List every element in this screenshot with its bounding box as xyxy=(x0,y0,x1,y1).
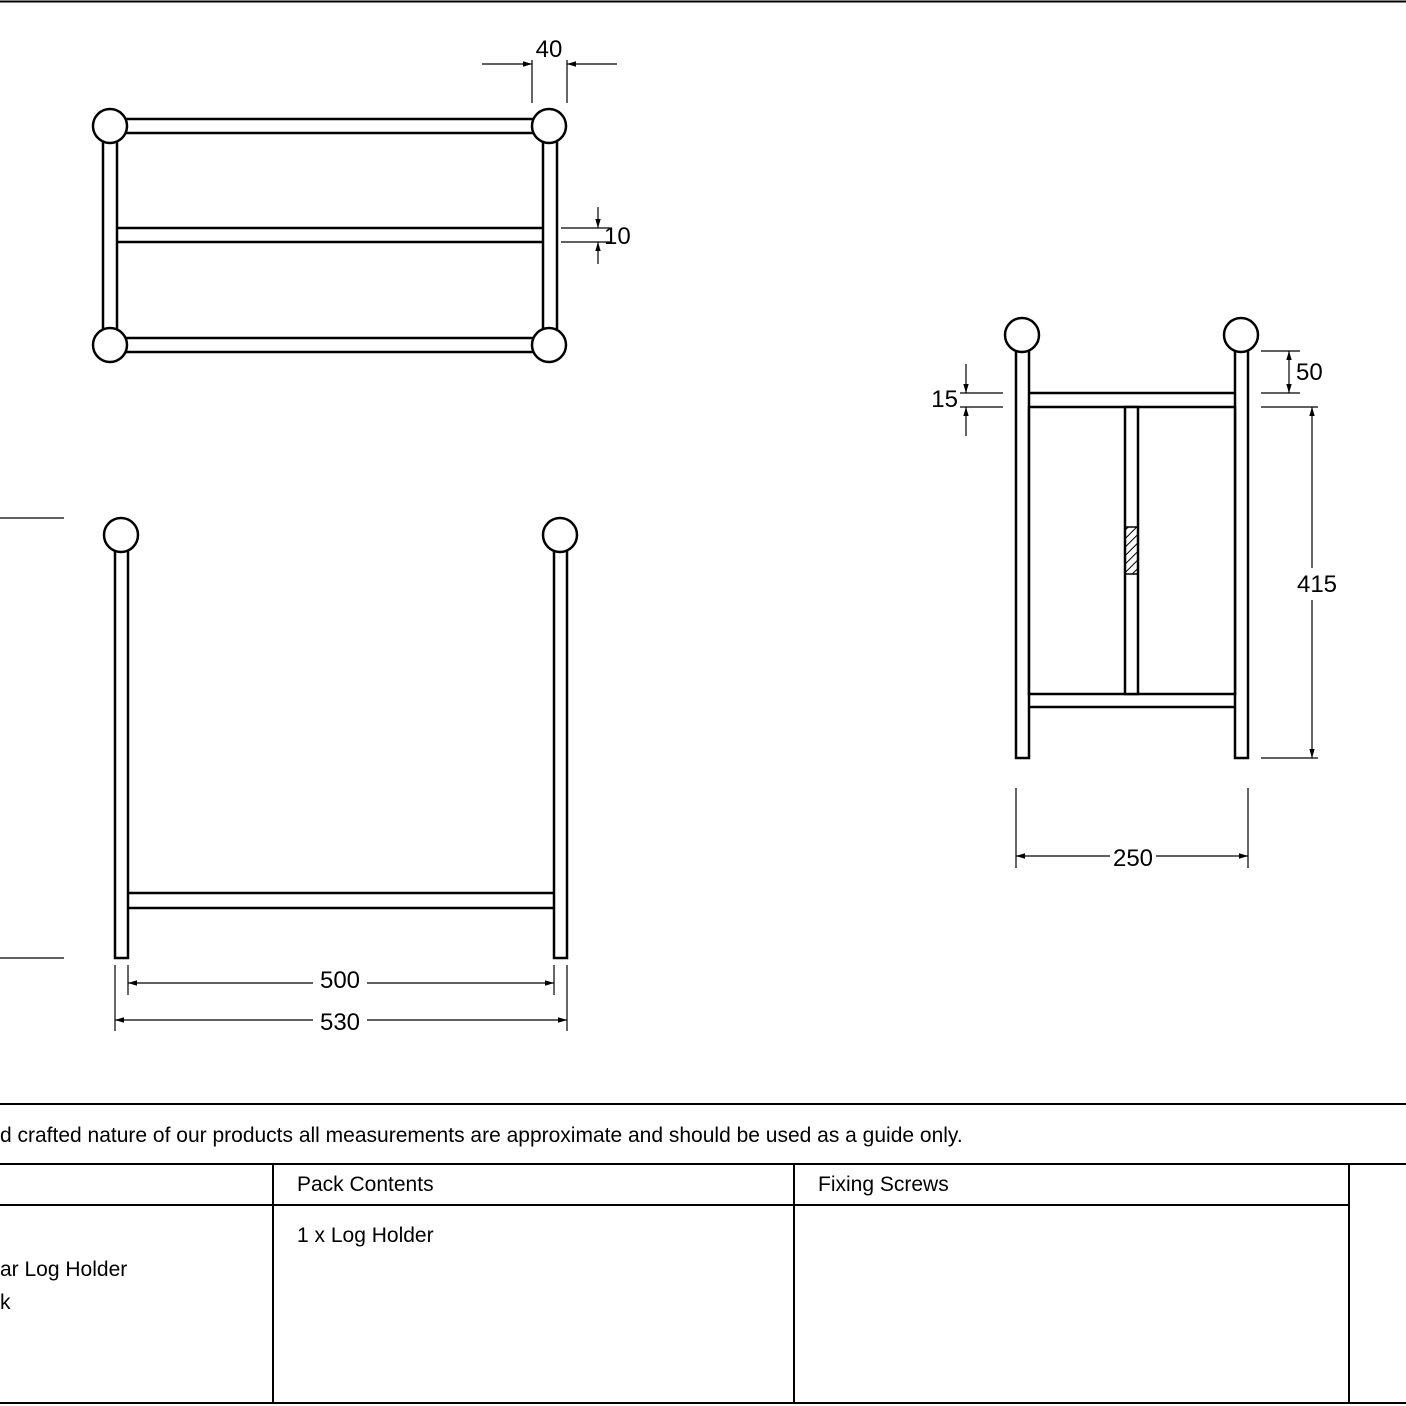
side-post-right xyxy=(1233,333,1250,760)
dim-label-500: 500 xyxy=(320,967,360,994)
dim-top-gap xyxy=(960,364,1003,436)
front-post-left xyxy=(113,533,130,960)
plan-bar-bottom xyxy=(108,336,552,354)
dim-ball-offset xyxy=(1261,350,1300,394)
plan-side-left xyxy=(101,124,119,347)
dim-side-height xyxy=(1261,406,1318,759)
dim-depth xyxy=(1015,788,1249,868)
dim-label-50: 50 xyxy=(1296,359,1323,386)
side-ball-right xyxy=(1222,316,1260,354)
plan-ball-tl xyxy=(91,107,129,145)
plan-side-right xyxy=(541,124,559,347)
dim-outer-width xyxy=(114,965,568,1031)
side-ball-left xyxy=(1003,316,1041,354)
dim-label-10: 10 xyxy=(604,223,631,250)
dim-bar-thickness xyxy=(561,207,610,264)
cell-pack-contents: 1 x Log Holder xyxy=(297,1224,434,1247)
side-section-hatch xyxy=(1124,526,1139,575)
side-post-left xyxy=(1014,333,1031,760)
dim-label-15: 15 xyxy=(931,386,958,413)
dim-label-415: 415 xyxy=(1297,571,1337,598)
plan-bar-top xyxy=(108,117,552,135)
plan-view xyxy=(91,107,568,364)
plan-ball-tr xyxy=(530,107,568,145)
info-table xyxy=(0,1163,1406,1404)
plan-bar-middle xyxy=(108,226,552,244)
header-fixing-screws: Fixing Screws xyxy=(818,1173,949,1196)
header-pack-contents: Pack Contents xyxy=(297,1173,434,1196)
front-ball-right xyxy=(541,516,579,554)
cell-product-name: ar Log Holder xyxy=(0,1258,127,1281)
dim-inner-width xyxy=(127,965,555,995)
front-post-right xyxy=(552,533,569,960)
cell-product-finish: k xyxy=(0,1291,11,1314)
front-view xyxy=(102,516,579,960)
front-ball-left xyxy=(102,516,140,554)
disclaimer-note: d crafted nature of our products all mea… xyxy=(0,1124,963,1147)
dim-label-40: 40 xyxy=(536,36,563,63)
dim-label-530: 530 xyxy=(320,1009,360,1036)
dim-ball-diameter xyxy=(482,60,617,103)
plan-ball-br xyxy=(530,326,568,364)
plan-ball-bl xyxy=(91,326,129,364)
dim-label-250: 250 xyxy=(1113,845,1153,872)
